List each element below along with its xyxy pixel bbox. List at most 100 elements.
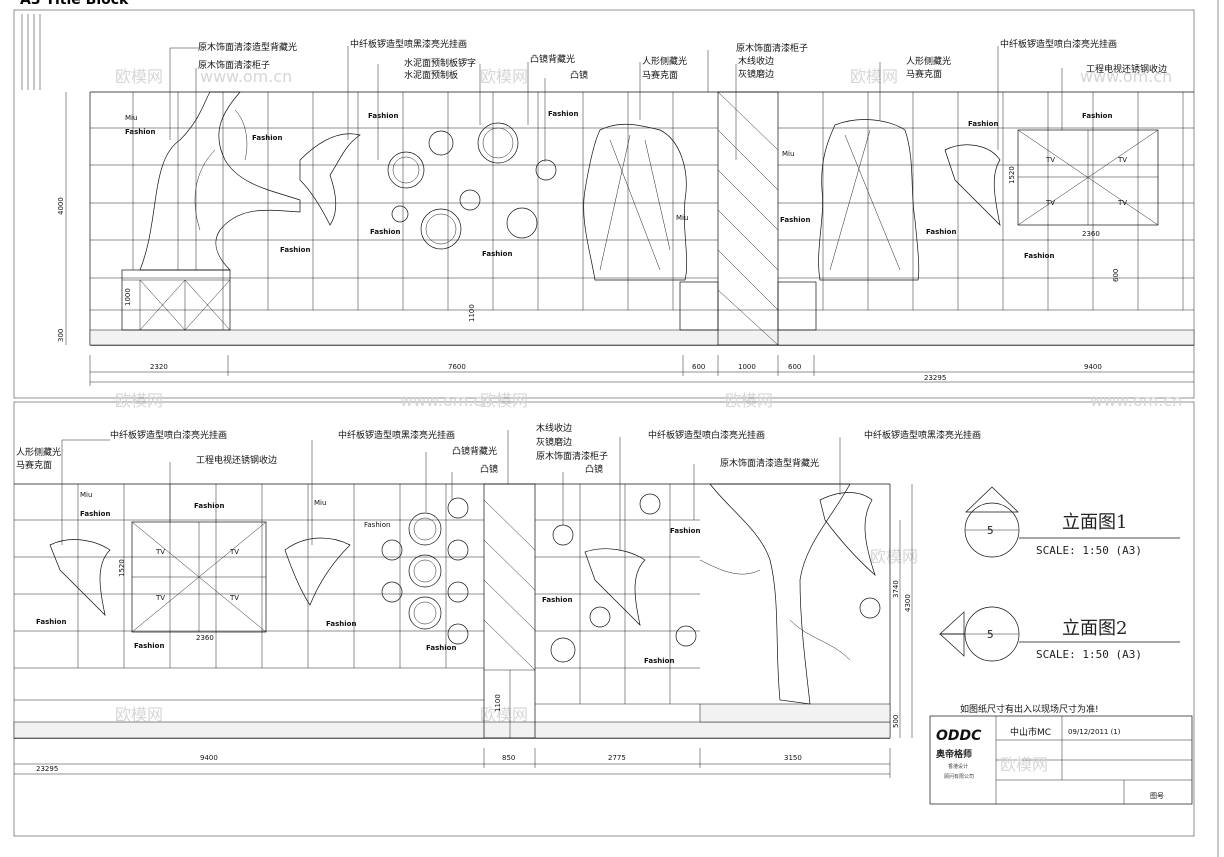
svg-text:木线收边: 木线收边 xyxy=(536,422,572,434)
svg-text:欧模网: 欧模网 xyxy=(1000,755,1048,774)
svg-text:Fashion: Fashion xyxy=(326,620,356,628)
svg-text:Miu: Miu xyxy=(676,214,688,222)
svg-text:600: 600 xyxy=(692,363,705,371)
svg-text:原木饰面清漆柜子: 原木饰面清漆柜子 xyxy=(736,42,808,54)
svg-text:中纤板锣造型喷白漆亮光挂画: 中纤板锣造型喷白漆亮光挂画 xyxy=(110,429,227,441)
legend: 5 立面图1 SCALE: 1:50 (A3) 5 立面图2 SCALE: 1:… xyxy=(939,486,1180,662)
elevation1-dimensions: 2320 7600 600 1000 600 9400 23295 4000 3… xyxy=(57,92,1194,386)
svg-text:顾问有限公司: 顾问有限公司 xyxy=(944,773,974,780)
svg-text:1100: 1100 xyxy=(494,694,502,712)
svg-text:3150: 3150 xyxy=(784,754,802,762)
logo: ODDC xyxy=(936,728,982,744)
svg-text:人形侧藏光: 人形侧藏光 xyxy=(906,55,951,67)
svg-text:Fashion: Fashion xyxy=(252,134,282,142)
svg-text:中纤板锣造型喷黑漆亮光挂画: 中纤板锣造型喷黑漆亮光挂画 xyxy=(338,429,455,441)
elevation1: TV TV TV TV Miu Fashion Fashion Fashion … xyxy=(57,38,1195,386)
svg-text:Fashion: Fashion xyxy=(644,657,674,665)
svg-text:凸镜背藏光: 凸镜背藏光 xyxy=(530,53,575,65)
svg-text:09/12/2011 (1): 09/12/2011 (1) xyxy=(1068,728,1121,736)
svg-text:TV: TV xyxy=(1117,156,1127,164)
svg-text:TV: TV xyxy=(1117,199,1127,207)
svg-text:5: 5 xyxy=(987,524,994,537)
svg-text:2360: 2360 xyxy=(1082,230,1100,238)
svg-text:2360: 2360 xyxy=(196,634,214,642)
elevation1-annotations: 原木饰面清漆造型背藏光 原木饰面清漆柜子 中纤板锣造型喷黑漆亮光挂画 水泥面预制… xyxy=(169,38,1167,270)
svg-text:Fashion: Fashion xyxy=(194,502,224,510)
svg-text:1520: 1520 xyxy=(1008,166,1016,184)
svg-text:木线收边: 木线收边 xyxy=(738,55,774,67)
svg-text:1100: 1100 xyxy=(468,304,476,322)
svg-text:Miu: Miu xyxy=(125,114,137,122)
svg-text:灰镜磨边: 灰镜磨边 xyxy=(738,68,774,80)
svg-text:原木饰面清漆柜子: 原木饰面清漆柜子 xyxy=(198,59,270,71)
svg-text:马赛克面: 马赛克面 xyxy=(906,68,942,80)
svg-text:Fashion: Fashion xyxy=(370,228,400,236)
svg-text:1000: 1000 xyxy=(124,288,132,306)
svg-text:Fashion: Fashion xyxy=(36,618,66,626)
svg-text:凸镜: 凸镜 xyxy=(480,463,498,475)
svg-text:5: 5 xyxy=(987,628,994,641)
elevation2: TV TV TV TV Miu Fashion F xyxy=(13,422,981,778)
svg-text:马赛克面: 马赛克面 xyxy=(16,459,52,471)
svg-text:工程电视还锈钢收边: 工程电视还锈钢收边 xyxy=(196,454,277,466)
svg-text:欧模网: 欧模网 xyxy=(850,67,898,86)
svg-text:300: 300 xyxy=(57,329,65,342)
svg-text:Miu: Miu xyxy=(782,150,794,158)
svg-text:Miu: Miu xyxy=(314,499,326,507)
svg-text:4000: 4000 xyxy=(57,197,65,215)
svg-text:原木饰面清漆柜子: 原木饰面清漆柜子 xyxy=(536,450,608,462)
header-title: A3 Title Block xyxy=(20,0,129,8)
svg-text:9400: 9400 xyxy=(1084,363,1102,371)
svg-text:3740: 3740 xyxy=(892,580,900,598)
elevation2-dimensions: 9400 850 2775 3150 23295 4300 3740 500 1… xyxy=(14,484,913,778)
svg-text:中纤板锣造型喷白漆亮光挂画: 中纤板锣造型喷白漆亮光挂画 xyxy=(648,429,765,441)
svg-text:TV: TV xyxy=(155,548,165,556)
svg-text:TV: TV xyxy=(1045,156,1055,164)
svg-text:欧模网: 欧模网 xyxy=(480,705,528,724)
svg-text:中纤板锣造型喷黑漆亮光挂画: 中纤板锣造型喷黑漆亮光挂画 xyxy=(350,38,467,50)
svg-text:SCALE: 1:50 (A3): SCALE: 1:50 (A3) xyxy=(1036,544,1142,557)
elevation1-frame xyxy=(13,9,1195,399)
svg-text:原木饰面清漆造型背藏光: 原木饰面清漆造型背藏光 xyxy=(720,457,819,469)
svg-text:Fashion: Fashion xyxy=(125,128,155,136)
svg-text:中纤板锣造型喷黑漆亮光挂画: 中纤板锣造型喷黑漆亮光挂画 xyxy=(864,429,981,441)
svg-text:9400: 9400 xyxy=(200,754,218,762)
svg-text:立面图2: 立面图2 xyxy=(1062,618,1127,639)
svg-text:600: 600 xyxy=(788,363,801,371)
svg-text:凸镜: 凸镜 xyxy=(585,463,603,475)
svg-text:立面图1: 立面图1 xyxy=(1062,512,1127,533)
svg-text:Fashion: Fashion xyxy=(968,120,998,128)
svg-text:欧模网: 欧模网 xyxy=(480,391,528,410)
svg-text:香港设计: 香港设计 xyxy=(948,763,968,770)
svg-text:欧模网: 欧模网 xyxy=(115,705,163,724)
svg-text:Fashion: Fashion xyxy=(364,521,390,529)
svg-text:Fashion: Fashion xyxy=(368,112,398,120)
svg-text:中山市MC: 中山市MC xyxy=(1010,726,1051,738)
svg-text:23295: 23295 xyxy=(924,374,946,382)
svg-text:人形侧藏光: 人形侧藏光 xyxy=(16,446,61,458)
svg-text:Fashion: Fashion xyxy=(542,596,572,604)
svg-text:人形侧藏光: 人形侧藏光 xyxy=(642,55,687,67)
svg-text:500: 500 xyxy=(892,715,900,728)
svg-text:2775: 2775 xyxy=(608,754,626,762)
svg-text:Miu: Miu xyxy=(80,491,92,499)
elevation2-annotations: 人形侧藏光 马赛克面 中纤板锣造型喷白漆亮光挂画 工程电视还锈钢收边 中纤板锣造… xyxy=(16,422,981,550)
svg-text:Fashion: Fashion xyxy=(926,228,956,236)
svg-text:欧模网: 欧模网 xyxy=(480,67,528,86)
svg-text:SCALE: 1:50 (A3): SCALE: 1:50 (A3) xyxy=(1036,648,1142,661)
svg-text:www.om.cn: www.om.cn xyxy=(1080,67,1172,86)
svg-text:Fashion: Fashion xyxy=(134,642,164,650)
svg-text:23295: 23295 xyxy=(36,765,58,773)
svg-text:中纤板锣造型喷白漆亮光挂画: 中纤板锣造型喷白漆亮光挂画 xyxy=(1000,38,1117,50)
svg-text:600: 600 xyxy=(1112,269,1120,282)
svg-text:Fashion: Fashion xyxy=(1024,252,1054,260)
svg-text:2320: 2320 xyxy=(150,363,168,371)
svg-text:图号: 图号 xyxy=(1150,792,1164,800)
svg-text:Fashion: Fashion xyxy=(1082,112,1112,120)
svg-text:www.om.cn: www.om.cn xyxy=(400,391,492,410)
elevation2-frame xyxy=(13,401,1195,837)
svg-text:Fashion: Fashion xyxy=(482,250,512,258)
title-block: 如图纸尺寸有出入以现场尺寸为准! ODDC 奥帝格师 香港设计 顾问有限公司 中… xyxy=(929,703,1193,805)
svg-text:TV: TV xyxy=(229,548,239,556)
